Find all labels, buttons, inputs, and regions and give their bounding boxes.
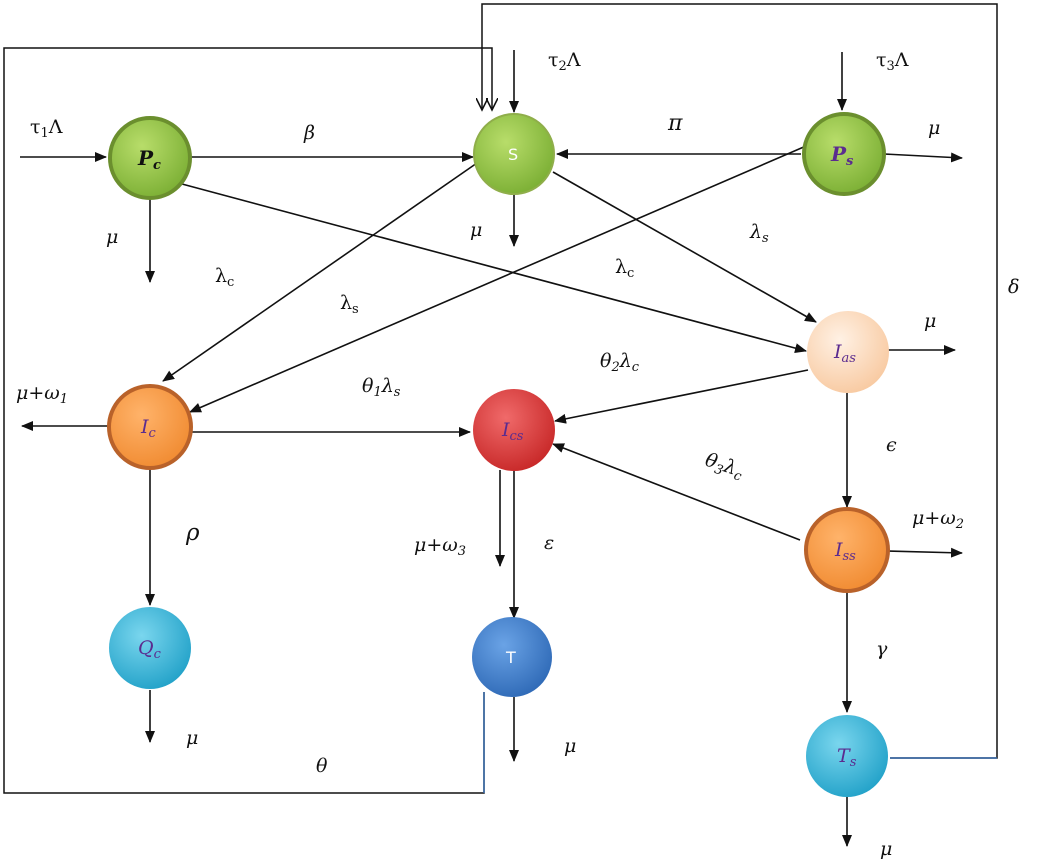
label-mu-omega1: μ+ω1 [16, 382, 68, 407]
svg-text:Iss: Iss [834, 539, 856, 564]
label-epsilon: ϵ [886, 434, 897, 456]
label-lambda-c-left: λc [215, 265, 234, 290]
label-mu-pc: μ [106, 226, 118, 248]
svg-text:Ic: Ic [140, 416, 157, 441]
label-mu-omega3: μ+ω3 [414, 534, 466, 559]
label-theta3-lambda-c: θ3λc [702, 449, 748, 485]
svg-text:Ts: Ts [837, 745, 857, 770]
label-tau2: τ2Λ [548, 49, 581, 74]
arrow-out-ps [883, 152, 963, 163]
node-ic: Ic [107, 384, 193, 470]
arrow-pc-ias [181, 183, 807, 353]
label-lambda-s-right: λs [749, 221, 769, 246]
arrow-s-ic [162, 162, 478, 382]
label-theta: θ [316, 755, 328, 777]
label-gamma: γ [876, 638, 888, 660]
arrow-ps-ic [189, 145, 807, 413]
node-iss: Iss [804, 507, 890, 593]
label-theta1-lambda-s: θ1λs [362, 375, 401, 400]
svg-text:T: T [505, 648, 516, 667]
label-tau3: τ3Λ [876, 49, 909, 74]
node-ias: Ias [807, 311, 889, 393]
svg-text:Ps: Ps [830, 142, 854, 169]
label-mu-ts: μ [880, 838, 892, 859]
feedback-loop-delta [482, 3, 998, 759]
feedback-loop-theta [3, 47, 492, 794]
node-ps: Ps [802, 112, 886, 196]
label-rho: ρ [185, 520, 200, 546]
arrow-out-iss [887, 547, 963, 558]
label-mu-qc: μ [186, 727, 198, 749]
node-s: S [473, 113, 555, 195]
svg-text:Ias: Ias [833, 341, 856, 366]
label-theta2-lambda-c: θ2λc [600, 350, 640, 375]
label-pi: π [667, 111, 683, 136]
node-pc: Pc [108, 116, 192, 200]
arrow-iss-ics [552, 443, 801, 541]
label-mu-s: μ [470, 219, 482, 241]
label-lambda-s-left: λs [340, 292, 359, 317]
node-t: T [472, 617, 552, 697]
arrow-s-ias [552, 171, 817, 323]
node-qc: Qc [109, 607, 191, 689]
label-varepsilon: ε [544, 532, 554, 554]
label-beta: β [303, 122, 315, 144]
arrow-ias-ics [554, 369, 809, 424]
label-mu-t: μ [564, 735, 576, 757]
svg-text:Ics: Ics [501, 419, 524, 444]
label-lambda-c-right: λc [615, 256, 634, 281]
label-mu-ias: μ [924, 310, 936, 332]
node-ics: Ics [473, 389, 555, 471]
svg-text:Pc: Pc [137, 146, 161, 173]
label-delta: δ [1008, 276, 1019, 298]
label-tau1: τ1Λ [30, 116, 63, 141]
label-mu-ps: μ [928, 117, 940, 139]
label-mu-omega2: μ+ω2 [912, 507, 964, 532]
svg-text:Qc: Qc [138, 637, 162, 662]
node-ts: Ts [806, 715, 888, 797]
svg-text:S: S [508, 145, 518, 164]
